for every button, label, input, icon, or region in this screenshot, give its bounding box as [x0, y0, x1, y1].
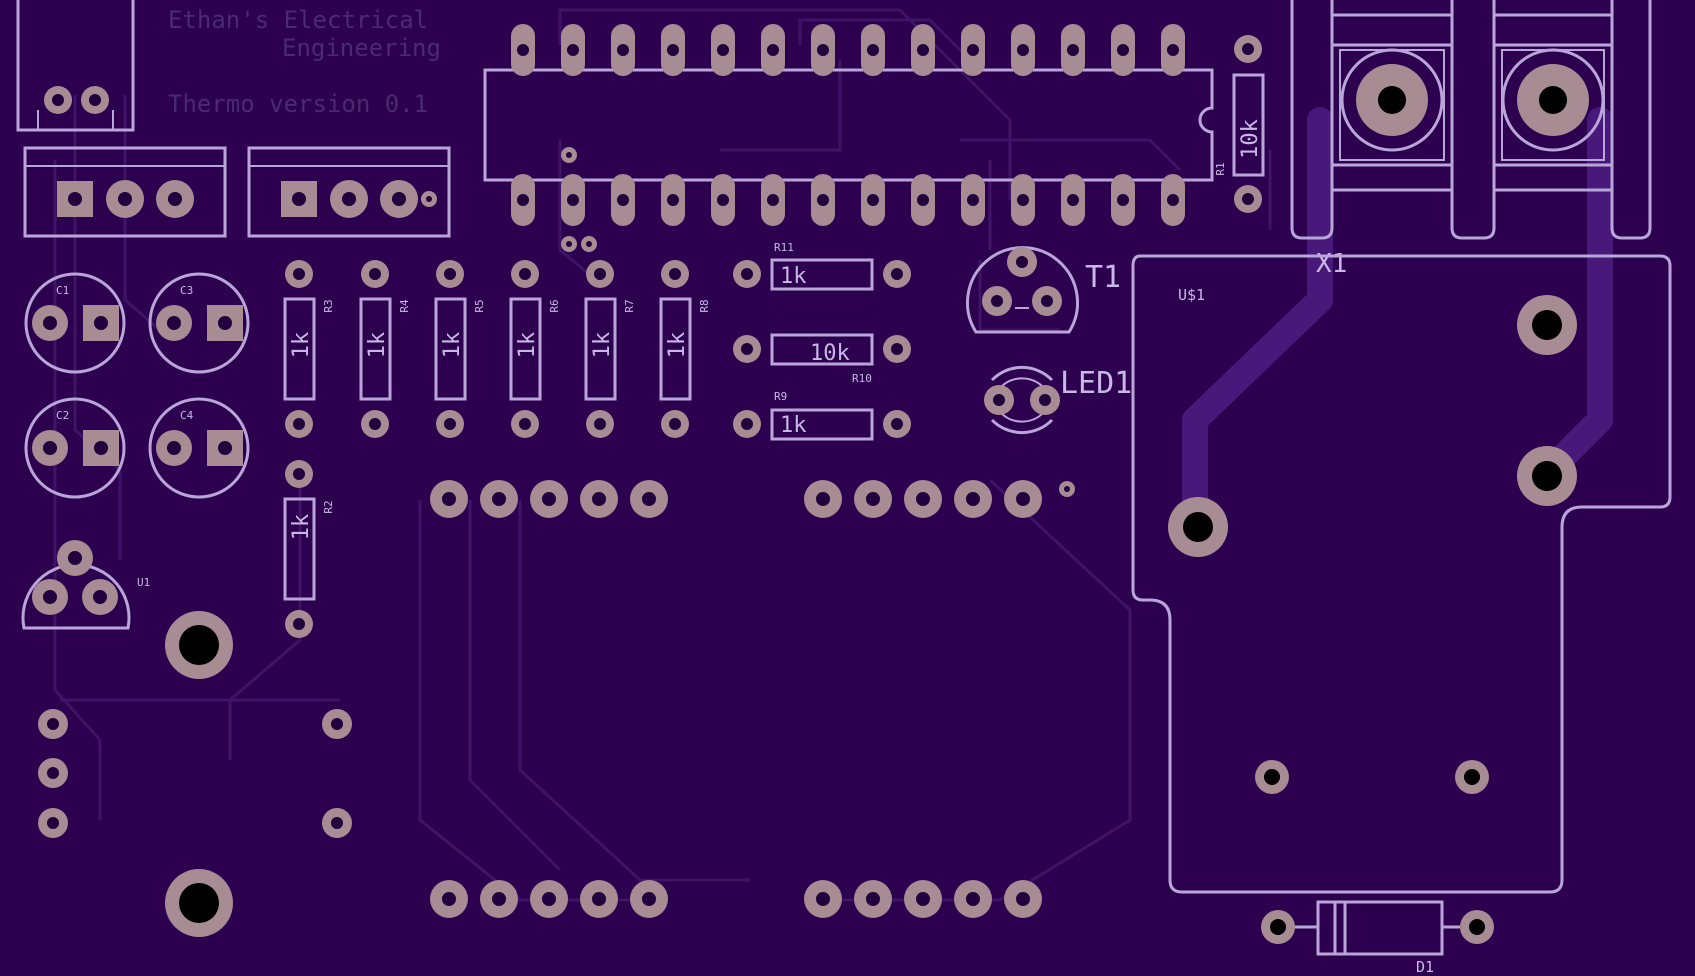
label-x1: X1 — [1316, 249, 1347, 279]
display-header-bottom — [430, 880, 1042, 918]
label-r7: R7 — [623, 299, 636, 312]
value-r9: 1k — [780, 413, 807, 438]
resistor-r6: 1k R6 — [509, 260, 561, 438]
value-r2: 1k — [289, 514, 314, 541]
capacitor-c3: C3 — [148, 272, 250, 374]
resistor-r11: 1k R11 — [733, 241, 911, 291]
ic-bottom-pins — [511, 174, 1185, 226]
version-label: Thermo version 0.1 — [168, 90, 428, 118]
copper-traces — [53, 8, 1272, 902]
terminal-block-x1: X1 — [1290, 0, 1652, 279]
vias — [561, 147, 1075, 497]
mounting-holes — [165, 611, 233, 937]
resistor-r8: 1k R8 — [659, 260, 711, 438]
value-r1: 10k — [1238, 119, 1263, 159]
label-c1: C1 — [56, 284, 69, 297]
resistor-r2: 1k R2 — [283, 460, 335, 638]
screw-terminal-1 — [23, 146, 227, 238]
resistor-r10: 10k R10 — [733, 333, 911, 385]
label-r4: R4 — [398, 299, 411, 313]
screw-terminal-2 — [247, 146, 451, 238]
label-led1: LED1 — [1060, 366, 1132, 401]
label-u1: U1 — [137, 576, 150, 589]
label-c2: C2 — [56, 409, 69, 422]
regulator-u1: U1 — [21, 540, 150, 630]
label-t1: T1 — [1085, 260, 1121, 295]
resistor-r5: 1k R5 — [434, 260, 486, 438]
credit-line-1: Ethan's Electrical — [168, 6, 428, 34]
label-r9: R9 — [774, 390, 787, 403]
label-r11: R11 — [774, 241, 794, 254]
value-r10: 10k — [810, 341, 850, 366]
led-led1: LED1 — [984, 365, 1132, 435]
label-r3: R3 — [322, 299, 335, 312]
ic-top-pins — [511, 24, 1185, 76]
microcontroller-ic — [483, 24, 1214, 226]
label-us1: U$1 — [1178, 286, 1205, 304]
capacitor-c4: C4 — [148, 397, 250, 499]
label-r8: R8 — [698, 299, 711, 312]
value-r6: 1k — [515, 332, 540, 359]
transistor-t1: T1 — [966, 246, 1121, 334]
value-r8: 1k — [665, 332, 690, 359]
label-r5: R5 — [473, 299, 486, 312]
resistor-r4: 1k R4 — [359, 260, 411, 438]
resistor-r3: 1k R3 — [283, 260, 335, 438]
value-r5: 1k — [440, 332, 465, 359]
resistor-r1: 10k R1 — [1214, 35, 1265, 213]
label-r6: R6 — [548, 299, 561, 312]
value-r3: 1k — [289, 332, 314, 359]
label-r2: R2 — [322, 500, 335, 513]
credits-text: Ethan's Electrical Engineering Thermo ve… — [168, 6, 441, 118]
display-header-top — [430, 480, 1042, 518]
resistor-r9: 1k R9 — [733, 390, 911, 441]
value-r7: 1k — [590, 332, 615, 359]
top-left-connector — [16, 0, 135, 132]
label-r1: R1 — [1214, 162, 1227, 175]
label-c3: C3 — [180, 284, 193, 297]
value-r11: 1k — [780, 264, 807, 289]
diode-d1: D1 — [1261, 900, 1494, 976]
capacitor-c2: C2 — [24, 397, 126, 499]
relay-us1: U$1 — [1131, 254, 1672, 894]
value-r4: 1k — [365, 332, 390, 359]
credit-line-2: Engineering — [282, 34, 441, 62]
label-c4: C4 — [180, 409, 194, 422]
sensor-header-pads — [38, 709, 352, 838]
capacitor-c1: C1 — [24, 272, 126, 374]
label-r10: R10 — [852, 372, 872, 385]
resistor-r7: 1k R7 — [584, 260, 636, 438]
label-d1: D1 — [1416, 958, 1434, 976]
